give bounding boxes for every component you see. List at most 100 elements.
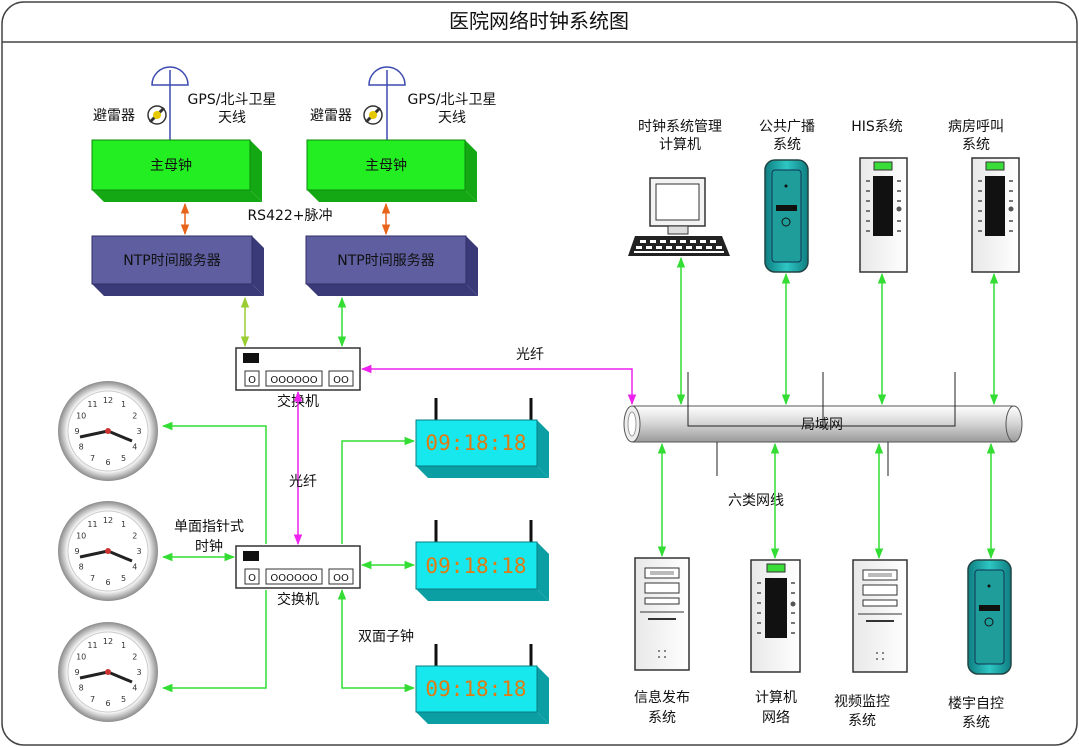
switch-bottom-label: 交换机 [277,591,319,608]
clock-numeral: 2 [132,653,137,662]
clock-numeral: 1 [121,520,126,529]
analog-clock-label-line1: 单面指针式 [174,519,244,535]
ntp-label-right: NTP时间服务器 [337,253,434,269]
clock-numeral: 4 [132,443,137,452]
clock-numeral: 3 [136,547,141,556]
link-switch-clock-3 [161,590,267,693]
his-server-icon [859,157,908,273]
lightning-arrester-icon-right [363,105,383,125]
digital-clock-2: 09:18:18 [415,520,549,601]
clock-numeral: 7 [90,695,95,704]
link-switch-digital-3 [337,588,416,693]
digital-clock-3: 09:18:18 [415,644,549,724]
clock-numeral: 5 [121,695,126,704]
bottom-system-1-line1: 信息发布 [634,689,690,706]
lightning-label-right: 避雷器 [310,108,352,124]
bottom-system-4-line1: 楼宇自控 [948,696,1004,712]
clock-numeral: 9 [74,427,79,436]
ntp-server-left: NTP时间服务器 [91,235,264,296]
bottom-system-3-line2: 系统 [848,713,876,729]
bottom-system-2-line1: 计算机 [755,690,797,706]
antenna-label-left-line1: GPS/北斗卫星 [188,92,277,108]
switch-top-port-single: O [248,375,256,386]
clock-numeral: 10 [76,653,86,662]
diagram-title: 医院网络时钟系统图 [449,9,629,33]
digital-clock-1: 09:18:18 [415,398,549,478]
top-system-2-line1: 公共广播 [759,119,815,135]
top-system-1-line2: 计算机 [659,137,701,153]
clock-numeral: 2 [132,532,137,541]
fiber-label-vertical: 光纤 [289,474,317,490]
clock-numeral: 12 [103,396,113,405]
link-switch-clock-1 [161,421,267,544]
clock-numeral: 6 [105,578,110,587]
public-broadcast-server-icon [764,159,809,273]
cat6-wiring [687,372,956,476]
double-clock-label: 双面子钟 [358,628,414,645]
bottom-system-1-line2: 系统 [648,710,676,726]
switch-bottom-port-single: O [248,573,256,584]
rs422-label: RS422+脉冲 [247,208,332,224]
clock-numeral: 5 [121,574,126,583]
lan-label: 局域网 [801,417,843,433]
lightning-label-left: 避雷器 [93,108,135,124]
clock-numeral: 6 [105,458,110,467]
clock-numeral: 11 [87,400,97,409]
bottom-system-2-line2: 网络 [762,710,790,726]
antenna-left [151,66,189,140]
clock-numeral: 9 [74,547,79,556]
master-clock-label-right: 主母钟 [365,157,407,174]
digital-clock-2-time: 09:18:18 [425,554,526,578]
clock-numeral: 6 [105,699,110,708]
clock-numeral: 11 [87,641,97,650]
antenna-label-left-line2: 天线 [218,110,246,126]
management-computer-icon [628,177,730,256]
cat6-label: 六类网线 [728,493,784,509]
clock-numeral: 1 [121,400,126,409]
top-system-4-line2: 系统 [962,137,990,153]
clock-numeral: 3 [136,427,141,436]
video-surveillance-server-icon [852,559,908,673]
info-publish-server-icon [634,557,690,671]
building-automation-server-icon [967,559,1012,675]
switch-bottom-port-pair: OO [333,573,349,584]
clock-numeral: 5 [121,454,126,463]
digital-clock-3-time: 09:18:18 [425,677,526,701]
clock-numeral: 2 [132,412,137,421]
ntp-server-right: NTP时间服务器 [305,235,478,296]
switch-bottom: O OOOOOO OO 交换机 [235,545,361,608]
top-system-3-line1: HIS系统 [851,119,903,135]
digital-clock-1-time: 09:18:18 [425,431,526,455]
master-clock-label-left: 主母钟 [150,157,192,174]
clock-numeral: 8 [79,443,84,452]
clock-numeral: 11 [87,520,97,529]
switch-top: O OOOOOO OO 交换机 [235,347,361,410]
analog-clock-label-line2: 时钟 [195,538,223,555]
clock-numeral: 4 [132,684,137,693]
top-system-2-line2: 系统 [773,137,801,153]
bottom-system-4-line2: 系统 [962,715,990,731]
clock-numeral: 10 [76,532,86,541]
clock-numeral: 12 [103,516,113,525]
top-system-4-line1: 病房呼叫 [948,119,1004,135]
master-clock-right: 主母钟 [306,139,477,202]
lightning-arrester-icon-left [147,105,167,125]
clock-numeral: 1 [121,641,126,650]
clock-numeral: 10 [76,412,86,421]
antenna-label-right-line2: 天线 [438,110,466,126]
clock-numeral: 9 [74,668,79,677]
switch-top-ports: OOOOOO [270,375,317,386]
clock-numeral: 7 [90,574,95,583]
clock-numeral: 7 [90,454,95,463]
switch-top-port-pair: OO [333,375,349,386]
antenna-label-right-line1: GPS/北斗卫星 [408,92,497,108]
clock-numeral: 4 [132,563,137,572]
ward-call-server-icon [971,157,1020,273]
clock-numeral: 12 [103,637,113,646]
switch-bottom-ports: OOOOOO [270,573,317,584]
